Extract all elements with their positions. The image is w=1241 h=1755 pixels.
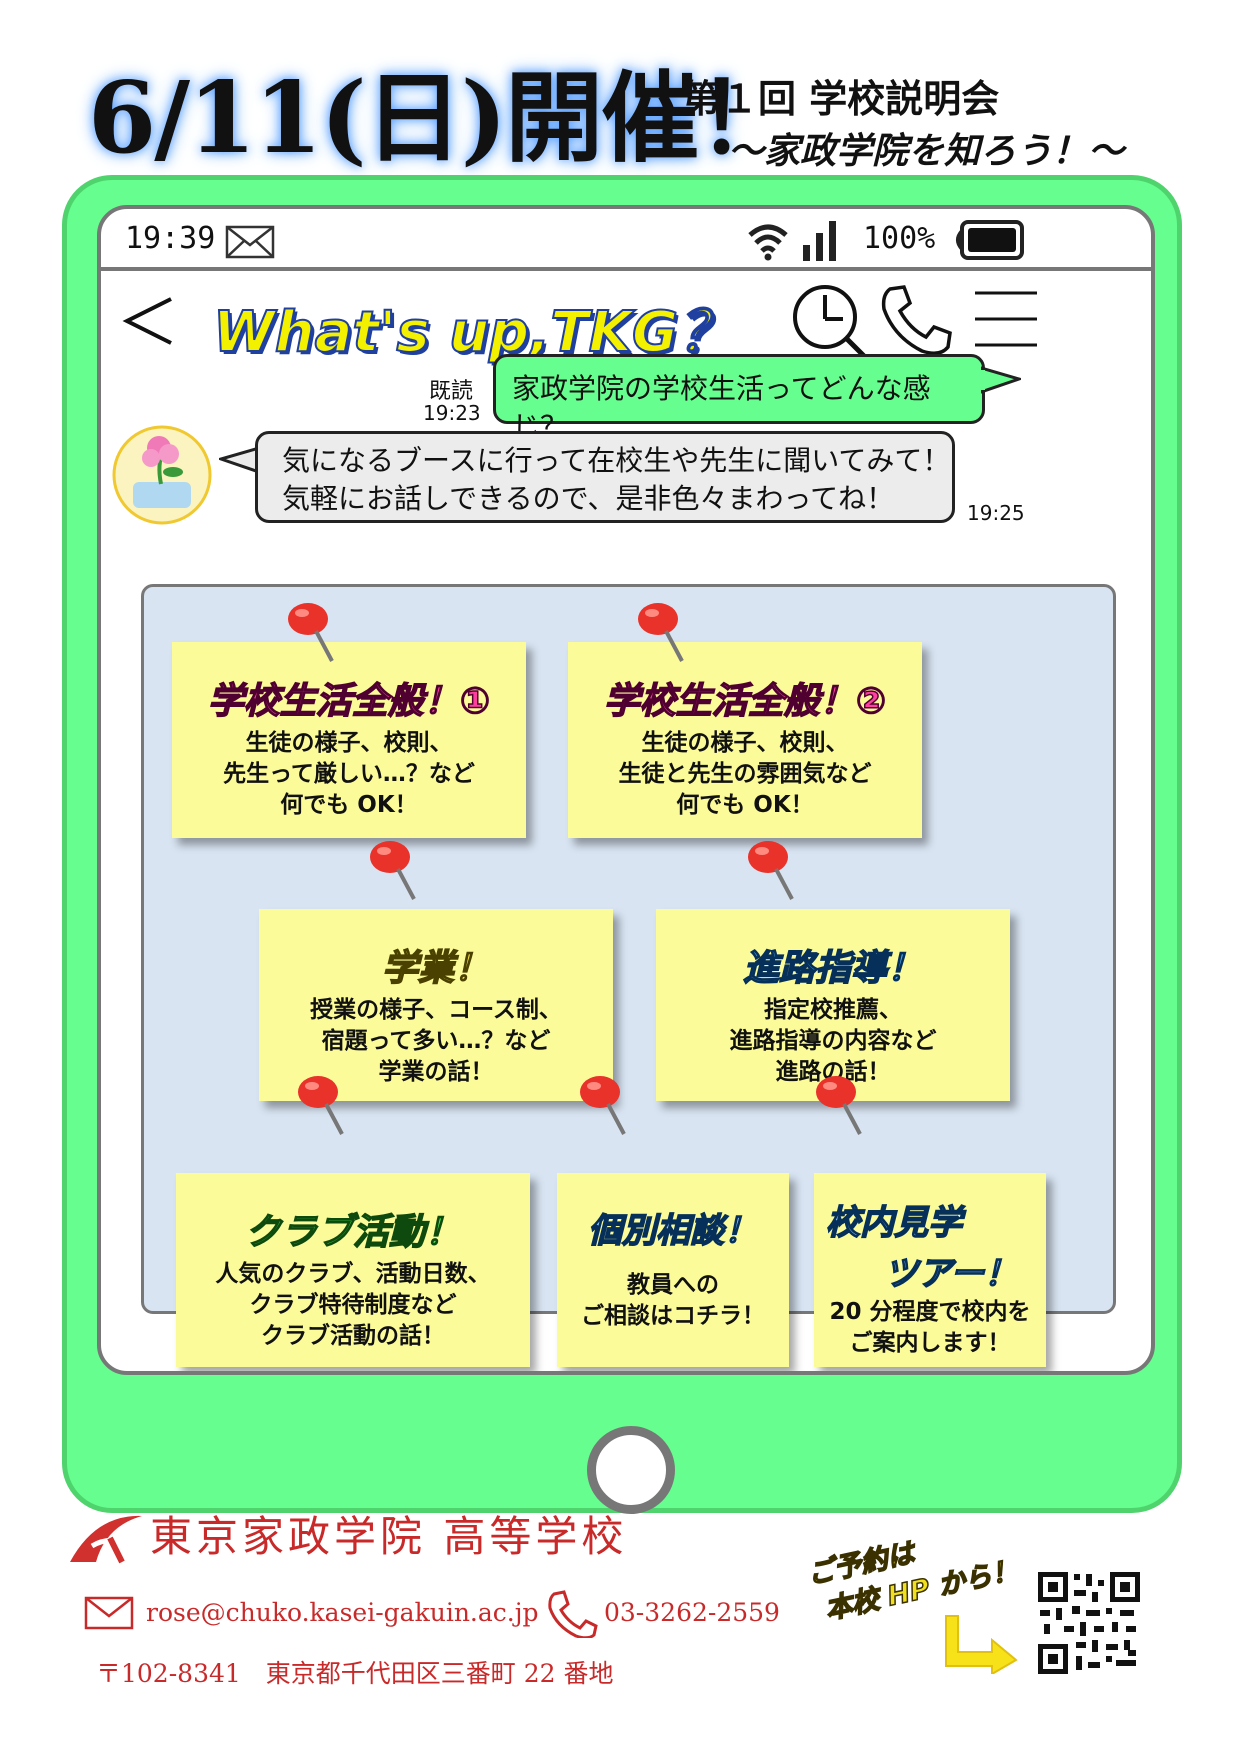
booth-title: 個別相談！ — [587, 1210, 759, 1252]
booth-title: クラブ活動！ — [244, 1211, 462, 1254]
booth-note-consultation: 個別相談！ 教員への ご相談はコチラ！ — [557, 1173, 789, 1367]
booth-title-line-2: ツアー！ — [883, 1253, 1018, 1295]
phone-icon[interactable] — [876, 281, 956, 361]
sent-message-bubble: 家政学院の学校生活ってどんな感じ？ — [493, 354, 985, 443]
received-line-2: 気軽にお話しできるので、是非色々まわってね！ — [282, 482, 895, 515]
battery-percent: 100% — [863, 221, 936, 256]
booth-note-school-life-2: 学校生活全般！② 生徒の様子、校則、 生徒と先生の雰囲気など 何でも OK！ — [568, 642, 922, 838]
booth-title: 進路指導！ — [742, 947, 924, 990]
school-logo-icon — [70, 1515, 142, 1564]
wifi-icon — [748, 224, 788, 261]
school-name: 東京家政学院 高等学校 — [150, 1512, 628, 1561]
booth-note-academics: 学業！ 授業の様子、コース制、 宿題って多い…？など 学業の話！ — [259, 909, 613, 1101]
booth-title: 学校生活全般！② — [603, 680, 887, 723]
status-bar: 19:39 100% — [101, 209, 1151, 271]
booth-description: 生徒の様子、校則、 生徒と先生の雰囲気など 何でも OK！ — [618, 730, 872, 818]
pushpin-icon — [748, 841, 794, 900]
booth-description: 教員への ご相談はコチラ！ — [581, 1272, 765, 1329]
pushpin-icon — [638, 603, 684, 662]
booth-title: 学業！ — [381, 947, 491, 990]
booth-title: 学校生活全般！① — [207, 680, 491, 723]
qr-code[interactable] — [1036, 1570, 1142, 1676]
pushpin-icon — [288, 603, 334, 662]
pushpin-icon — [580, 1076, 626, 1135]
avatar — [112, 425, 212, 525]
school-address: 〒102-8341 東京都千代田区三番町 22 番地 — [96, 1659, 614, 1688]
booth-note-career-guidance: 進路指導！ 指定校推薦、 進路指導の内容など 進路の話！ — [656, 909, 1010, 1101]
event-subtitle: ～家政学院を知ろう！～ — [728, 130, 1125, 172]
back-icon[interactable] — [119, 291, 179, 351]
phone-icon — [548, 1590, 598, 1638]
bubble-tail-left — [219, 446, 259, 474]
booth-description: 指定校推薦、 進路指導の内容など 進路の話！ — [729, 997, 937, 1085]
sent-message-text: 家政学院の学校生活ってどんな感じ？ — [512, 372, 931, 443]
mail-icon — [84, 1596, 134, 1630]
received-message-bubble: 気になるブースに行って在校生や先生に聞いてみて！ 気軽にお話しできるので、是非色… — [255, 431, 955, 523]
booth-title-line-1: 校内見学 — [825, 1202, 963, 1244]
home-button[interactable] — [587, 1426, 675, 1514]
event-date-title: 6/11(日)開催！ — [88, 61, 795, 176]
booth-note-campus-tour: 校内見学 ツアー！ 20 分程度で校内を ご案内します！ — [814, 1173, 1046, 1367]
pushpin-icon — [298, 1076, 344, 1135]
battery-icon — [956, 220, 1024, 260]
bubble-tail-right — [981, 366, 1021, 394]
read-receipt: 既読 — [429, 379, 474, 404]
received-line-1: 気になるブースに行って在校生や先生に聞いてみて！ — [282, 444, 951, 477]
pushpin-icon — [816, 1076, 862, 1135]
tablet-screen: 19:39 100% — [97, 205, 1155, 1375]
pushpin-icon — [370, 841, 416, 900]
booth-description: 人気のクラブ、活動日数、 クラブ特待制度など クラブ活動の話！ — [215, 1261, 491, 1349]
menu-icon[interactable] — [971, 287, 1041, 353]
booth-description: 20 分程度で校内を ご案内します！ — [829, 1299, 1031, 1356]
arrow-right-icon — [945, 1615, 1018, 1674]
event-number: 第１回 学校説明会 — [682, 76, 1000, 121]
sent-time: 19:23 — [423, 401, 481, 425]
booth-description: 生徒の様子、校則、 先生って厳しい…？など 何でも OK！ — [223, 730, 475, 818]
booth-description: 授業の様子、コース制、 宿題って多い…？など 学業の話！ — [310, 997, 562, 1085]
status-time: 19:39 — [125, 221, 216, 256]
mail-icon — [225, 225, 275, 259]
email-link[interactable]: rose@chuko.kasei-gakuin.ac.jp — [146, 1598, 539, 1627]
booth-board: 学校生活全般！① 生徒の様子、校則、 先生って厳しい…？など 何でも OK！ 学… — [141, 584, 1116, 1367]
received-time: 19:25 — [967, 501, 1025, 525]
booth-note-club-activities: クラブ活動！ 人気のクラブ、活動日数、 クラブ特待制度など クラブ活動の話！ — [176, 1173, 530, 1367]
clock-search-icon[interactable] — [789, 281, 869, 361]
tablet-frame: 19:39 100% — [62, 175, 1182, 1514]
booth-note-school-life-1: 学校生活全般！① 生徒の様子、校則、 先生って厳しい…？など 何でも OK！ — [172, 642, 526, 838]
phone-number[interactable]: 03-3262-2559 — [604, 1598, 780, 1627]
signal-icon — [803, 221, 836, 261]
